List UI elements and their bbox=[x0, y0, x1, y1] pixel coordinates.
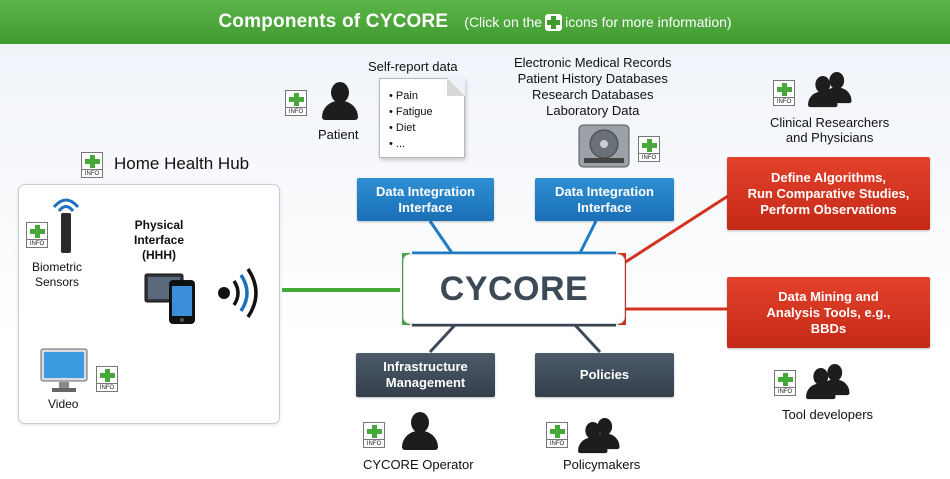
data-integration-interface-left: Data Integration Interface bbox=[357, 178, 494, 221]
sensor-info-icon[interactable]: INFO bbox=[26, 222, 48, 248]
self-report-item: Pain bbox=[389, 88, 464, 104]
researchers-info-icon[interactable]: INFO bbox=[773, 80, 795, 106]
records-list: Electronic Medical Records Patient Histo… bbox=[514, 55, 672, 118]
connector-infra bbox=[428, 323, 457, 354]
researchers-people-icon bbox=[808, 72, 856, 110]
policies-box: Policies bbox=[535, 353, 674, 397]
connector-dii-left bbox=[428, 220, 454, 254]
devices-icon bbox=[144, 273, 195, 324]
tool-dev-info-icon[interactable]: INFO bbox=[774, 370, 796, 396]
video-info-icon[interactable]: INFO bbox=[96, 366, 118, 392]
operator-info-icon[interactable]: INFO bbox=[363, 422, 385, 448]
data-integration-interface-right: Data Integration Interface bbox=[535, 178, 674, 221]
self-report-item: ... bbox=[389, 136, 464, 152]
records-info-icon[interactable]: INFO bbox=[638, 136, 660, 162]
self-report-item: Diet bbox=[389, 120, 464, 136]
self-report-title: Self-report data bbox=[368, 59, 458, 74]
connector-algorithms bbox=[623, 194, 729, 265]
connector-dii-right bbox=[578, 220, 598, 254]
hub-title: Home Health Hub bbox=[114, 154, 250, 173]
data-mining-box: Data Mining and Analysis Tools, e.g., BB… bbox=[727, 277, 930, 348]
hub-info-icon[interactable]: INFO bbox=[81, 152, 103, 178]
patient-person-icon bbox=[322, 82, 358, 120]
operator-person-icon bbox=[402, 412, 438, 450]
hard-drive-icon bbox=[578, 124, 630, 168]
sensor-label: Biometric Sensors bbox=[32, 260, 83, 289]
define-algorithms-box: Define Algorithms, Run Comparative Studi… bbox=[727, 157, 930, 230]
video-label: Video bbox=[48, 397, 79, 411]
operator-label: CYCORE Operator bbox=[363, 457, 474, 472]
policymakers-people-icon bbox=[578, 418, 626, 456]
plus-icon bbox=[545, 13, 563, 31]
connector-policies bbox=[573, 323, 602, 354]
subtitle-pre: (Click on the bbox=[464, 14, 543, 30]
subtitle-post: icons for more information) bbox=[565, 14, 732, 30]
policymakers-label: Policymakers bbox=[563, 457, 641, 472]
researchers-label: Clinical Researchers and Physicians bbox=[770, 115, 890, 145]
monitor-icon bbox=[40, 348, 88, 392]
self-report-item: Fatigue bbox=[389, 104, 464, 120]
tool-dev-label: Tool developers bbox=[782, 407, 874, 422]
patient-info-icon[interactable]: INFO bbox=[285, 90, 307, 116]
cycore-core: CYCORE bbox=[404, 255, 624, 323]
wireless-icon bbox=[218, 268, 258, 318]
patient-label: Patient bbox=[318, 127, 359, 142]
self-report-document: Pain Fatigue Diet ... bbox=[379, 78, 465, 158]
page-title: Components of CYCORE bbox=[218, 11, 449, 32]
header-bar: Components of CYCORE (Click on the icons… bbox=[0, 0, 950, 44]
interface-label: Physical Interface (HHH) bbox=[134, 218, 185, 262]
tool-dev-people-icon bbox=[806, 364, 854, 402]
infrastructure-management-box: Infrastructure Management bbox=[356, 353, 495, 397]
antenna-icon bbox=[52, 198, 80, 253]
header-subtitle: (Click on the icons for more information… bbox=[464, 13, 732, 31]
policymakers-info-icon[interactable]: INFO bbox=[546, 422, 568, 448]
